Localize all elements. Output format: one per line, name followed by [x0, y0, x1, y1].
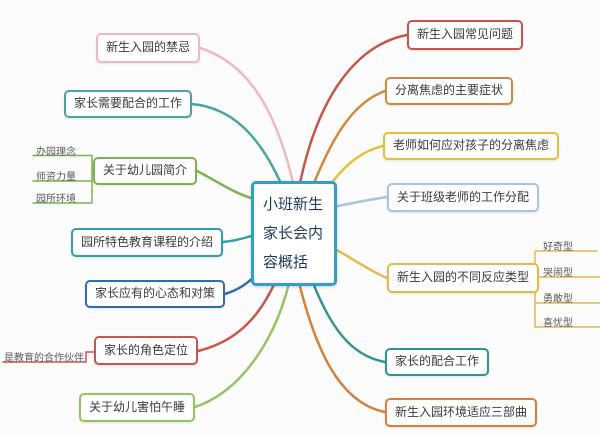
parent-role-node[interactable]: 家长的角色定位: [93, 336, 198, 365]
teacher-work-allocation-node[interactable]: 关于班级老师的工作分配: [387, 183, 540, 212]
subtopic-mixed-type[interactable]: 喜忧型: [543, 318, 573, 329]
center-topic-node[interactable]: 小班新生家长会内容概括: [251, 181, 337, 286]
parent-mindset-node[interactable]: 家长应有的心态和对策: [84, 280, 225, 308]
subtopic-environment[interactable]: 园所环境: [36, 194, 76, 205]
reaction-types-node[interactable]: 新生入园的不同反应类型: [387, 263, 540, 293]
branch-line-parent-cooperation: [306, 268, 387, 364]
kindergarten-intro-node[interactable]: 关于幼儿园简介: [92, 157, 197, 185]
anxiety-symptoms-node[interactable]: 分离焦虑的主要症状: [385, 77, 514, 105]
parent-cooperation-node[interactable]: 家长的配合工作: [385, 348, 490, 376]
adaptation-trilogy-node[interactable]: 新生入园环境适应三部曲: [385, 398, 538, 427]
subtopic-philosophy[interactable]: 办园理念: [36, 147, 76, 158]
branch-line-kindergarten-intro: [195, 169, 253, 200]
branch-line-teacher-work-allocation: [331, 195, 389, 209]
branch-line-taboos: [198, 46, 295, 185]
parent-cooperation-work-node[interactable]: 家长需要配合的工作: [63, 90, 192, 118]
taboos-node[interactable]: 新生入园的禁忌: [95, 33, 200, 63]
branch-line-parent-cooperation-work: [190, 102, 285, 190]
branch-line-common-problems: [298, 33, 409, 185]
branch-line-adaptation-trilogy: [294, 268, 387, 414]
subtopic-crying-type[interactable]: 哭闹型: [543, 268, 573, 279]
branch-line-anxiety-symptoms: [310, 89, 387, 190]
subtopic-education-partner[interactable]: 是教育的合作伙伴: [4, 353, 84, 364]
common-problems-node[interactable]: 新生入园常见问题: [407, 20, 524, 50]
teacher-response-node[interactable]: 老师如何应对孩子的分离焦虑: [383, 132, 560, 160]
subtopic-brave-type[interactable]: 勇敢型: [543, 294, 573, 305]
featured-courses-node[interactable]: 园所特色教育课程的介绍: [70, 228, 223, 257]
subtopic-curious-type[interactable]: 好奇型: [543, 242, 573, 253]
branch-line-featured-courses: [221, 234, 253, 244]
branch-line-nap-fear: [193, 268, 294, 409]
nap-fear-node[interactable]: 关于幼儿害怕午睡: [78, 393, 195, 422]
branch-line-reaction-types: [331, 246, 389, 280]
subtopic-faculty[interactable]: 师资力量: [36, 172, 76, 183]
